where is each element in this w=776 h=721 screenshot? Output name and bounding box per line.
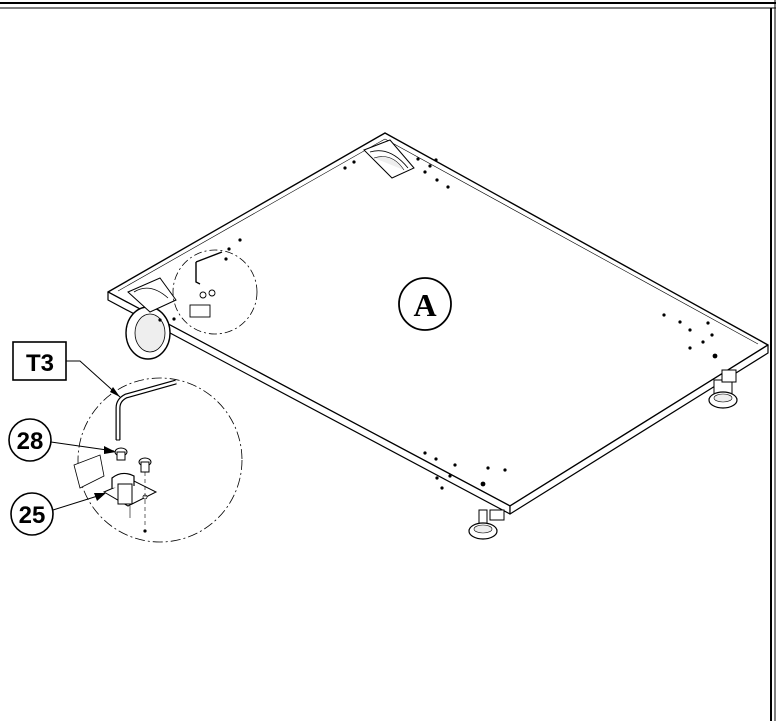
part-callout-25: 25 [10,492,106,536]
screw-secondary [138,457,152,473]
detail-circle-large [73,377,243,543]
part-number-25: 25 [19,502,46,529]
t-handle-wrench [115,379,177,441]
detail-circle-small [172,249,258,335]
leveling-foot-front [468,509,505,540]
tool-callout-t3: T3 [12,341,121,398]
assembly-callout: A [398,277,452,331]
corner-wheel-rear [363,139,415,179]
mounting-holes [158,157,718,490]
bracket-part-25 [102,472,158,507]
leveling-foot-right [708,369,738,409]
tool-label: T3 [26,350,54,377]
screw-part-28 [114,447,128,461]
part-callout-28: 28 [8,418,116,462]
assembly-letter: A [413,287,436,323]
part-number-28: 28 [17,428,44,455]
